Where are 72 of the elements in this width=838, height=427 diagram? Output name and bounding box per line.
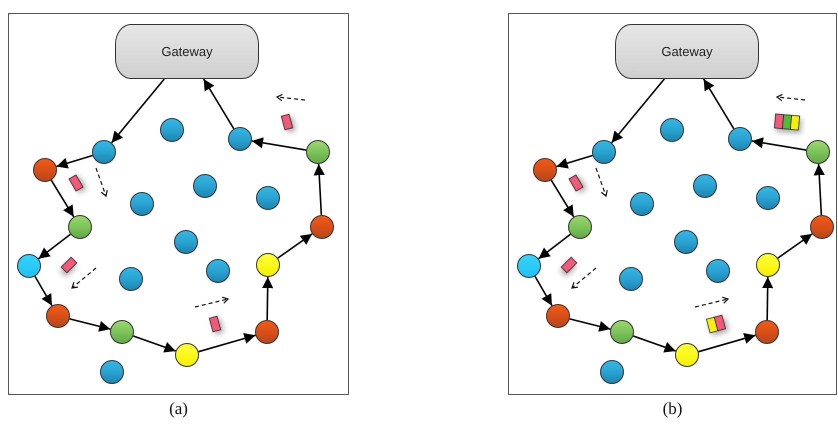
- sensor-node: [255, 320, 279, 344]
- sensor-node: [675, 343, 699, 367]
- sensor-node: [310, 215, 334, 239]
- arrow: [277, 233, 313, 259]
- arrow: [550, 180, 574, 218]
- sensor-node: [228, 127, 252, 151]
- sensor-node: [693, 174, 717, 198]
- arrow: [34, 276, 53, 306]
- sensor-node: [119, 267, 143, 291]
- gateway-label: Gateway: [661, 44, 713, 59]
- arrow: [611, 78, 665, 144]
- arrow: [262, 276, 274, 320]
- sensor-node: [306, 140, 330, 164]
- arrow: [752, 137, 806, 151]
- sensor-node: [610, 320, 634, 344]
- gateway-box: [615, 24, 759, 79]
- arrow: [534, 276, 553, 306]
- sensor-node: [810, 215, 834, 239]
- sensor-node: [256, 186, 280, 210]
- gateway-box: [115, 24, 259, 79]
- arrow: [252, 137, 306, 151]
- sensor-node: [630, 192, 654, 216]
- arrow: [556, 154, 593, 169]
- sensor-node: [755, 320, 779, 344]
- sensor-node: [806, 140, 830, 164]
- arrow: [50, 180, 74, 218]
- arrow: [762, 276, 774, 320]
- arrow: [698, 333, 756, 352]
- sensor-node: [256, 253, 280, 277]
- sensor-node: [600, 360, 624, 384]
- sensor-node: [619, 267, 643, 291]
- arrow: [538, 234, 571, 260]
- sensor-node: [533, 158, 557, 182]
- sensor-node: [33, 158, 57, 182]
- sensor-node: [160, 118, 184, 142]
- arrow: [814, 164, 825, 216]
- arrow: [202, 78, 234, 130]
- sensor-node: [130, 192, 154, 216]
- arrow: [702, 78, 734, 130]
- arrow: [111, 78, 165, 144]
- sensor-node: [175, 343, 199, 367]
- sensor-node: [46, 304, 70, 328]
- sensor-node: [660, 118, 684, 142]
- sensor-node: [568, 215, 592, 239]
- panel-caption: (b): [662, 399, 682, 419]
- sensor-node: [592, 140, 616, 164]
- arrow: [69, 318, 111, 332]
- sensor-node: [756, 253, 780, 277]
- arrow: [314, 164, 325, 216]
- sensor-node: [68, 215, 92, 239]
- panel-caption: (a): [169, 399, 188, 419]
- sensor-node: [674, 230, 698, 254]
- arrow: [777, 233, 813, 259]
- gateway-label: Gateway: [161, 44, 213, 59]
- sensor-node: [100, 360, 124, 384]
- sensor-node: [17, 254, 41, 278]
- sensor-node: [206, 259, 230, 283]
- sensor-node: [728, 127, 752, 151]
- sensor-node: [756, 186, 780, 210]
- sensor-node: [110, 320, 134, 344]
- arrow: [56, 154, 93, 169]
- sensor-node: [517, 254, 541, 278]
- arrow: [633, 335, 676, 353]
- arrow: [198, 333, 256, 352]
- arrow: [569, 318, 611, 332]
- sensor-node: [546, 304, 570, 328]
- arrow: [38, 234, 71, 260]
- sensor-node: [174, 230, 198, 254]
- sensor-node: [92, 140, 116, 164]
- arrow: [133, 335, 176, 353]
- sensor-node: [193, 174, 217, 198]
- sensor-node: [706, 259, 730, 283]
